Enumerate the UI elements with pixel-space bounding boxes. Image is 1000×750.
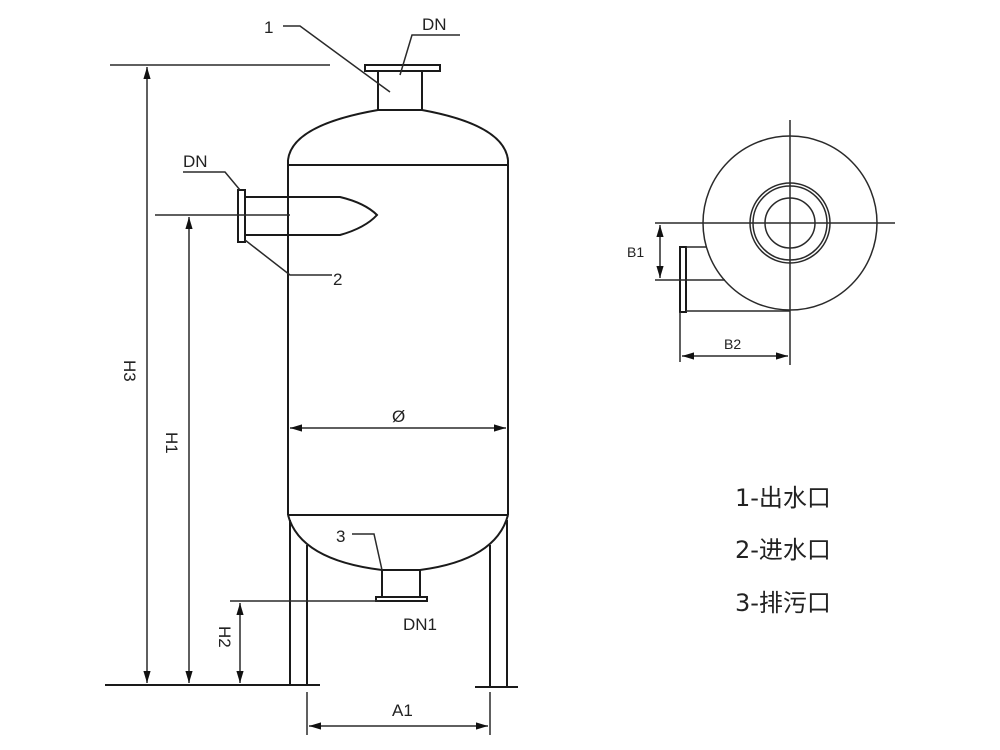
inlet-number-label: 2 (333, 270, 342, 289)
leader-lines (183, 25, 460, 571)
h1-label: H1 (162, 432, 181, 454)
legend-item-drain: 3-排污口 (735, 589, 831, 617)
dimension-lines (110, 64, 506, 735)
b1-label: B1 (627, 244, 644, 260)
drain-nozzle (375, 570, 428, 602)
outlet-number-label: 1 (264, 18, 273, 37)
diameter-label: Ø (392, 407, 405, 426)
inlet-nozzle (237, 189, 379, 243)
h2-label: H2 (215, 626, 234, 648)
a1-label: A1 (392, 701, 413, 720)
outlet-dn-label: DN (422, 15, 447, 34)
support-legs (105, 520, 518, 688)
legend-item-outlet: 1-出水口 (735, 484, 831, 512)
drain-dn-label: DN1 (403, 615, 437, 634)
vessel-body (287, 109, 509, 571)
b2-label: B2 (724, 336, 741, 352)
h3-label: H3 (120, 360, 139, 382)
top-view (655, 120, 895, 365)
drain-number-label: 3 (336, 527, 345, 546)
inlet-dn-label: DN (183, 152, 208, 171)
outlet-nozzle (364, 64, 441, 110)
legend-item-inlet: 2-进水口 (735, 536, 831, 564)
